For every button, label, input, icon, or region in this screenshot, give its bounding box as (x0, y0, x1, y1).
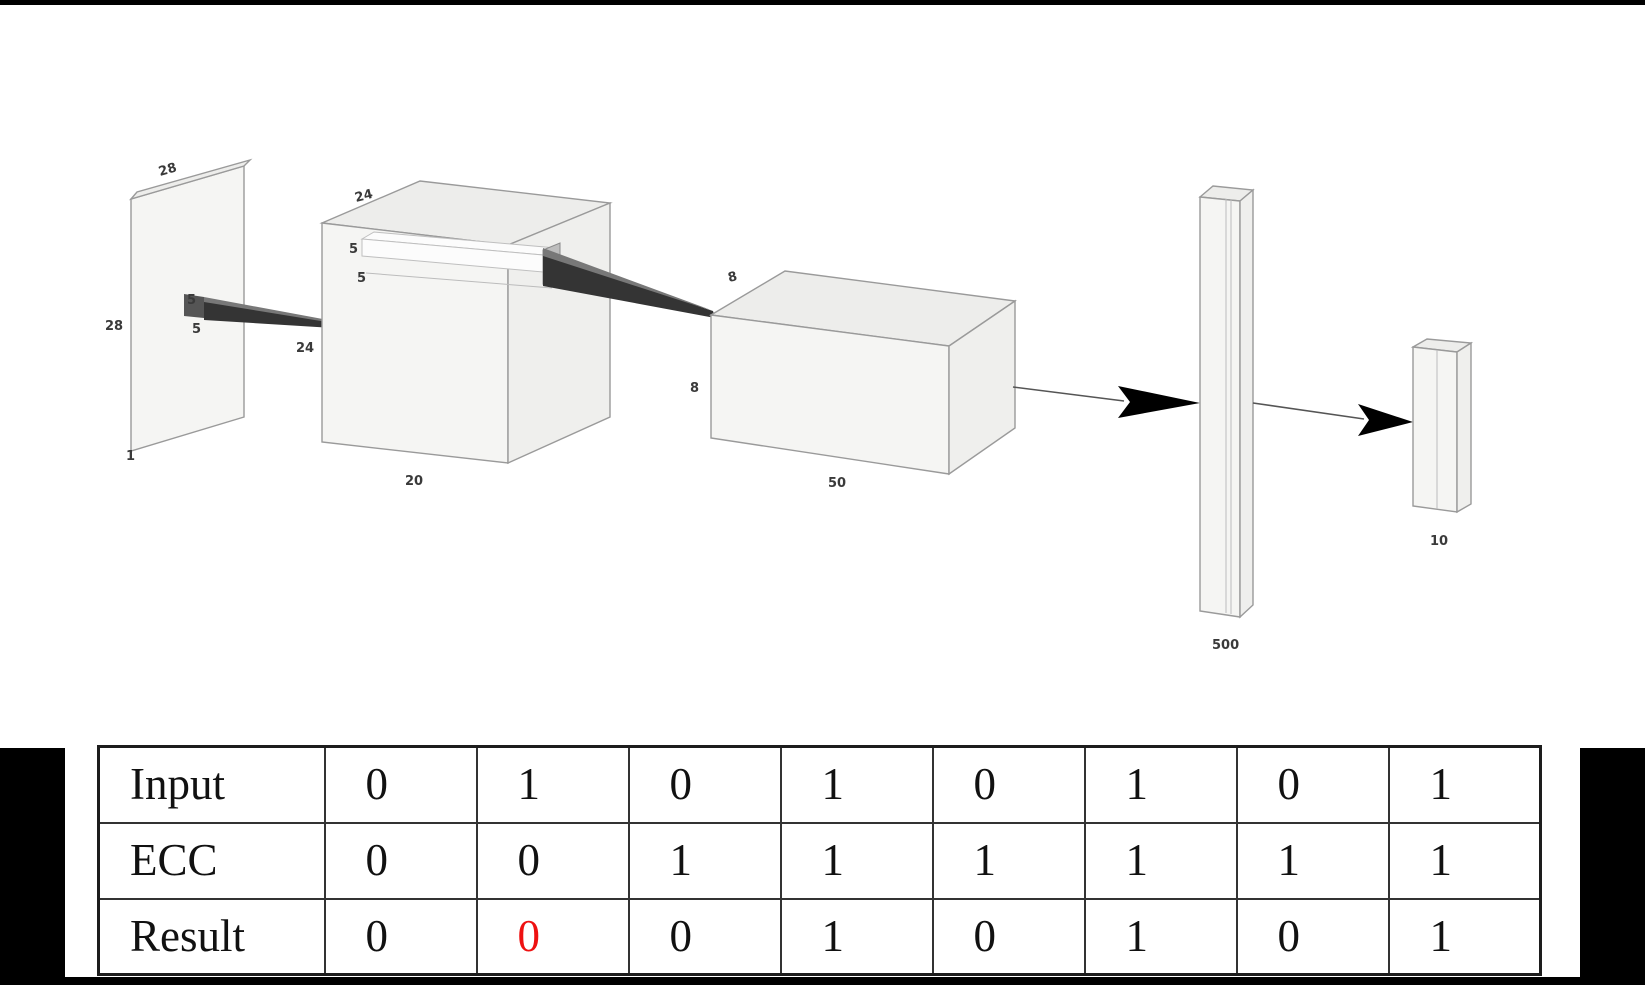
pool-slab-lower-edge (365, 272, 553, 289)
input-bit-6: 0 (1235, 745, 1390, 824)
conv1-kernel-window (184, 294, 204, 318)
output-units-label: 10 (1430, 534, 1448, 549)
conv2-channels-label: 50 (828, 476, 846, 491)
cnn-architecture-diagram: 28 28 1 5 5 24 5 5 24 20 (105, 158, 1474, 653)
result-bit-1-error: 0 (475, 897, 630, 976)
pool-w-label: 5 (357, 271, 366, 286)
input-bit-3: 1 (779, 745, 934, 824)
ecc-bit-3: 1 (779, 821, 934, 900)
row-label-result: Result (97, 897, 326, 976)
input-plane-top-face (128, 158, 253, 201)
conv1-layer-box: 24 5 5 24 20 (296, 180, 715, 489)
result-bit-5: 1 (1083, 897, 1238, 976)
conv2-projection-cone (543, 256, 715, 318)
ecc-bit-0: 0 (323, 821, 478, 900)
flatten-arrow (1012, 386, 1200, 418)
right-black-block (1580, 748, 1645, 985)
conv1-top-dim-label: 24 (353, 187, 374, 206)
row-label-ecc: ECC (97, 821, 326, 900)
table-row-result: Result 0 0 0 1 0 1 0 1 (97, 897, 1542, 976)
kernel-h-label: 5 (187, 293, 196, 308)
left-black-block (0, 748, 65, 985)
top-black-bar (0, 0, 1645, 5)
fc-layer-column: 500 (1198, 185, 1255, 653)
conv1-channels-label: 20 (405, 474, 423, 489)
pool-h-label: 5 (349, 242, 358, 257)
input-bit-0: 0 (323, 745, 478, 824)
conv2-top-dim-label: 8 (727, 269, 739, 286)
ecc-bit-7: 1 (1387, 821, 1542, 900)
ecc-bit-2: 1 (627, 821, 782, 900)
input-bit-5: 1 (1083, 745, 1238, 824)
result-bit-3: 1 (779, 897, 934, 976)
row-label-input: Input (97, 745, 326, 824)
fc-units-label: 500 (1212, 638, 1239, 653)
result-bit-7: 1 (1387, 897, 1542, 976)
ecc-bit-6: 1 (1235, 821, 1390, 900)
input-channels-label: 1 (126, 449, 135, 464)
ecc-bit-4: 1 (931, 821, 1086, 900)
table-row-input: Input 0 1 0 1 0 1 0 1 (97, 745, 1542, 824)
ecc-result-table: Input 0 1 0 1 0 1 0 1 ECC 0 0 1 1 1 1 1 … (97, 745, 1542, 976)
result-bit-2: 0 (627, 897, 782, 976)
input-side-dim-label: 28 (105, 319, 123, 334)
input-top-dim-label: 28 (157, 160, 179, 179)
conv2-cone-highlight (543, 248, 711, 310)
table-row-ecc: ECC 0 0 1 1 1 1 1 1 (97, 821, 1542, 900)
ecc-bit-1: 0 (475, 821, 630, 900)
input-bit-7: 1 (1387, 745, 1542, 824)
result-bit-6: 0 (1235, 897, 1390, 976)
kernel-w-label: 5 (192, 322, 201, 337)
bottom-black-bar (0, 977, 1645, 985)
result-bit-4: 0 (931, 897, 1086, 976)
conv1-side-dim-label: 24 (296, 341, 314, 356)
output-arrow (1252, 402, 1413, 436)
output-layer-box: 10 (1410, 338, 1474, 549)
conv2-layer-box: 8 8 50 (690, 269, 1017, 491)
input-bit-1: 1 (475, 745, 630, 824)
ecc-bit-5: 1 (1083, 821, 1238, 900)
input-bit-2: 0 (627, 745, 782, 824)
conv2-side-dim-label: 8 (690, 381, 699, 396)
input-bit-4: 0 (931, 745, 1086, 824)
result-bit-0: 0 (323, 897, 478, 976)
